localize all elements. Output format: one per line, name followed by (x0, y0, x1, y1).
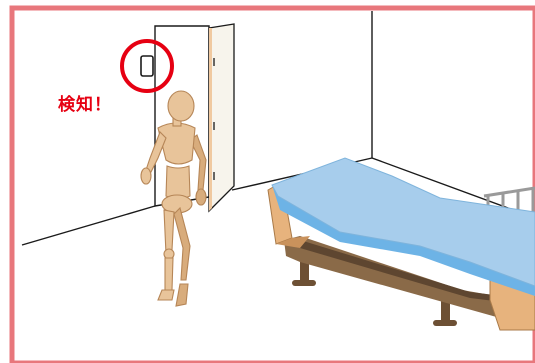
care-bed (268, 158, 535, 330)
detection-alert-label: 検知！ (58, 90, 112, 115)
door-leaf (209, 24, 234, 211)
